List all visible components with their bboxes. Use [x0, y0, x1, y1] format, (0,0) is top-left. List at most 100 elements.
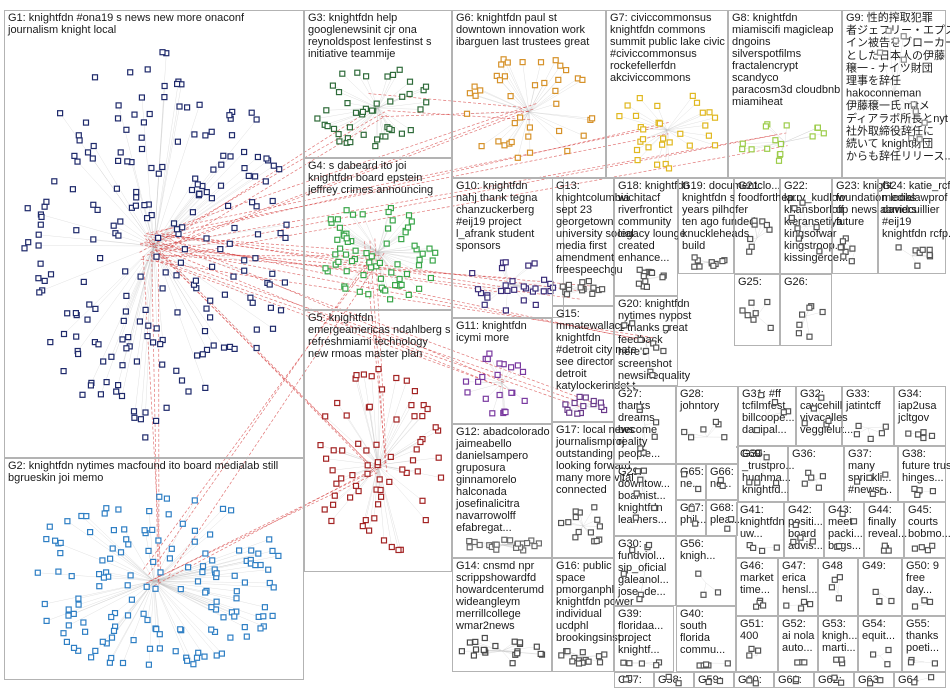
- network-node: [601, 651, 608, 658]
- network-node: [65, 606, 72, 613]
- intragroup-edge: [153, 580, 237, 599]
- network-node: [227, 634, 234, 641]
- network-node: [130, 636, 137, 644]
- group-label-line: freespeechgu: [556, 264, 623, 276]
- network-node: [393, 374, 400, 382]
- network-node: [493, 541, 500, 548]
- network-node: [511, 286, 518, 293]
- network-node: [342, 251, 350, 258]
- network-node: [462, 378, 470, 385]
- network-node: [579, 279, 586, 286]
- network-node: [531, 542, 538, 550]
- group-cell-g12: G12: abadcoloradojaimeabellodanielsamper…: [452, 424, 552, 558]
- network-node: [692, 520, 699, 527]
- group-cell-g48: G48: [818, 558, 858, 616]
- intragroup-edge: [153, 580, 237, 592]
- network-node: [133, 358, 140, 365]
- intragroup-edge: [377, 81, 411, 109]
- network-node: [469, 270, 476, 277]
- network-node: [376, 259, 383, 266]
- intragroup-edge: [59, 113, 155, 247]
- network-node: [65, 622, 72, 629]
- network-node: [146, 508, 153, 515]
- network-node: [594, 516, 601, 523]
- network-node: [119, 362, 126, 369]
- group-label-line: board: [788, 528, 816, 540]
- intragroup-edge: [377, 457, 439, 466]
- network-node: [125, 541, 132, 548]
- group-border: [614, 606, 674, 672]
- group-label-line: G36:: [792, 448, 816, 460]
- intragroup-edge: [501, 382, 506, 413]
- network-node: [888, 597, 895, 605]
- network-node: [143, 583, 150, 590]
- network-node: [645, 541, 653, 549]
- network-node: [43, 617, 50, 625]
- network-node: [35, 242, 42, 249]
- network-node: [514, 650, 521, 657]
- network-node: [69, 186, 77, 193]
- network-node: [90, 201, 97, 208]
- network-node: [919, 246, 926, 253]
- network-node: [501, 73, 508, 80]
- network-node: [911, 679, 918, 686]
- network-node: [155, 234, 162, 241]
- network-node: [360, 131, 367, 138]
- group-border: [452, 424, 552, 558]
- network-node: [869, 490, 876, 497]
- network-node: [595, 653, 603, 660]
- network-node: [504, 287, 511, 294]
- network-node: [227, 153, 234, 160]
- intragroup-edge: [153, 580, 274, 588]
- group-label-line: project: [618, 632, 651, 644]
- network-node: [914, 262, 921, 269]
- network-node: [596, 659, 604, 666]
- network-node: [711, 114, 719, 121]
- group-label-line: G14: cnsmd npr: [456, 560, 535, 572]
- group-border: [452, 10, 606, 178]
- network-node: [338, 475, 345, 482]
- network-node: [926, 598, 934, 606]
- network-node: [653, 344, 660, 351]
- group-border: [778, 558, 818, 616]
- intragroup-edge: [342, 73, 379, 109]
- network-node: [553, 100, 560, 107]
- group-border: [676, 386, 738, 464]
- network-node: [68, 572, 75, 580]
- network-node: [801, 659, 808, 666]
- network-node: [419, 497, 426, 504]
- group-border: [902, 616, 946, 672]
- network-node: [419, 250, 426, 257]
- group-cell-g30: G30:fundviol...sip_oficialgaleanol...jos…: [614, 536, 676, 606]
- network-node: [174, 309, 181, 316]
- intragroup-edge: [148, 511, 155, 582]
- group-label-line: G3: knightfdn help: [308, 12, 397, 24]
- group-label-line: gruposura: [456, 462, 506, 474]
- network-node: [265, 566, 272, 573]
- intragroup-edge: [153, 245, 163, 341]
- group-cell-g29: G29:downtow...boamist...knightfdnlearner…: [614, 464, 676, 536]
- network-node: [359, 522, 366, 530]
- intragroup-edge: [377, 215, 410, 253]
- intragroup-edge: [153, 567, 189, 582]
- network-node: [366, 259, 373, 266]
- network-node: [632, 514, 640, 521]
- group-label-line: riverfrontict: [618, 204, 672, 216]
- network-node: [173, 272, 180, 279]
- intragroup-edge: [377, 389, 383, 466]
- network-node: [820, 130, 827, 137]
- network-node: [801, 480, 808, 487]
- network-node: [99, 638, 106, 645]
- network-node: [60, 630, 67, 637]
- network-node: [375, 501, 382, 508]
- network-node: [541, 79, 548, 87]
- network-node: [178, 377, 186, 384]
- group-label-line: finally: [868, 516, 897, 528]
- network-node: [908, 135, 915, 142]
- group-border: [304, 10, 452, 158]
- network-node: [70, 610, 77, 618]
- network-node: [124, 612, 132, 619]
- network-node: [494, 371, 501, 378]
- network-node: [128, 596, 135, 603]
